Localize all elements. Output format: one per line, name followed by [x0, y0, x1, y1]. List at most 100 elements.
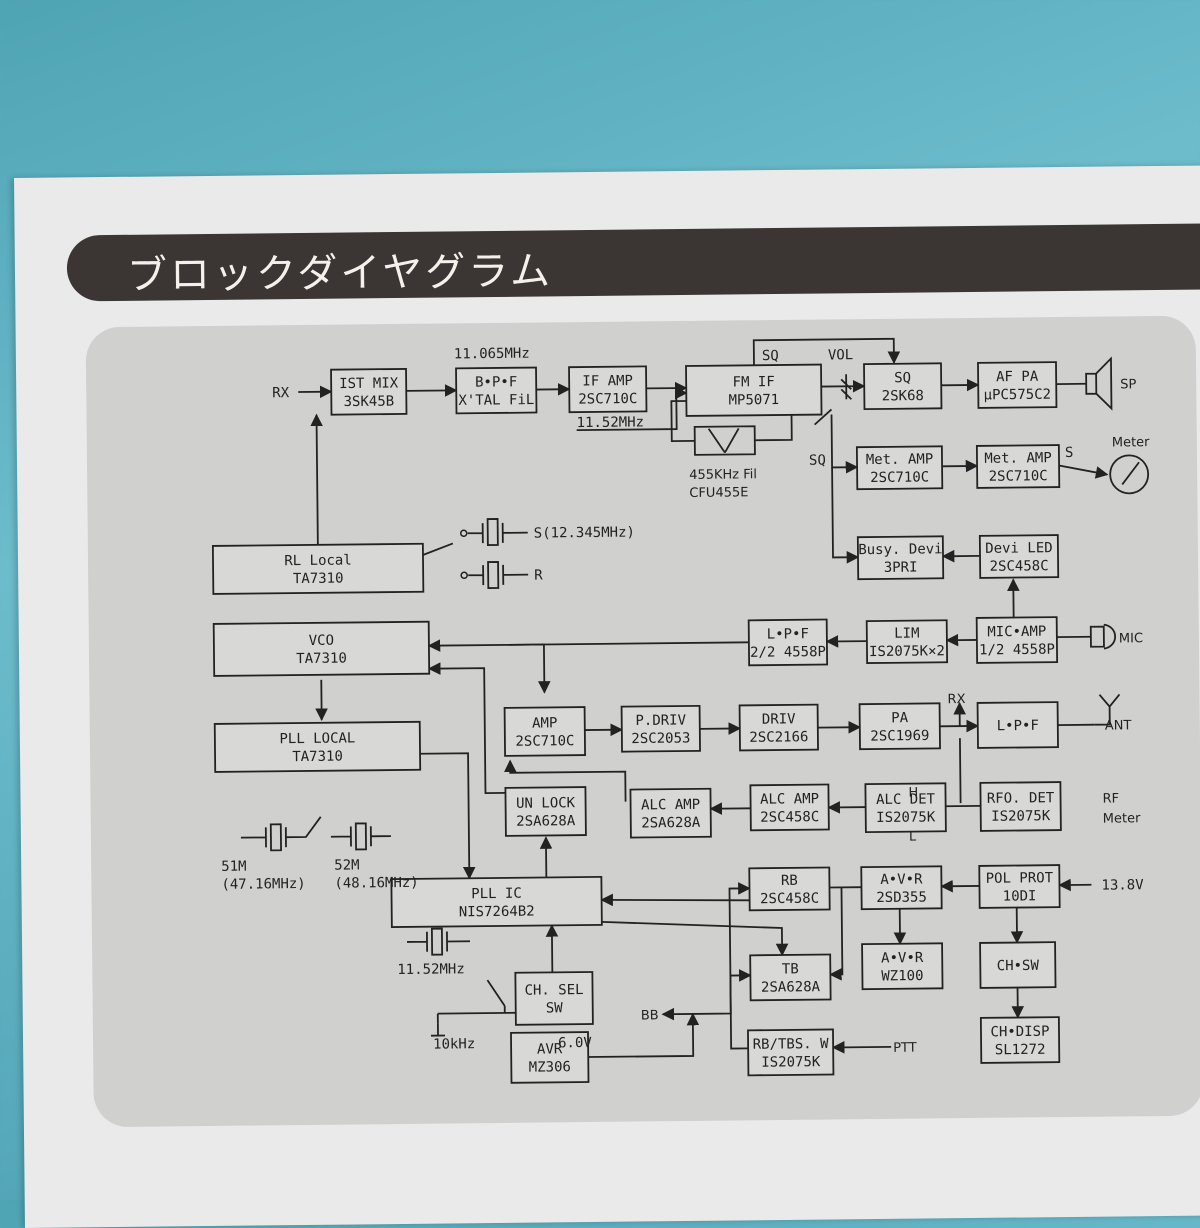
block-label: 2SC710C	[989, 468, 1048, 485]
block-frame	[860, 865, 943, 911]
block-frame	[747, 1028, 835, 1077]
block-frame	[213, 720, 422, 773]
label-freq-1152-bot: 11.52MHz	[397, 961, 465, 978]
block-label: CH•SW	[997, 958, 1040, 974]
block-label: L•P•F	[997, 718, 1039, 734]
signal-wires	[298, 337, 1109, 1058]
block-label: 2SA628A	[641, 815, 701, 832]
label-ch52: 52M	[334, 857, 359, 873]
block-frame	[747, 618, 829, 667]
block-frame	[455, 366, 538, 415]
block-frame	[211, 542, 425, 595]
block-label: SQ	[894, 370, 911, 386]
label-ch51: 51M	[221, 859, 246, 875]
block-label: CH. SEL	[524, 982, 583, 999]
block-label: POL PROT	[986, 870, 1054, 887]
label-vol: VOL	[828, 347, 853, 363]
label-freq-11065: 11.065MHz	[454, 346, 530, 363]
block-sq: SQ 2SK68	[863, 362, 943, 411]
label-rx-in: RX	[272, 385, 290, 401]
block-label: ALC AMP	[760, 791, 819, 808]
block-frame	[976, 701, 1059, 749]
label-455-fil: 455KHz Fil	[689, 467, 757, 483]
block-frame	[503, 706, 586, 757]
block-frame	[749, 953, 832, 1002]
block-label: 2SD355	[876, 889, 927, 906]
block-lpf-rf: L•P•F	[976, 701, 1059, 749]
label-sp: SP	[1120, 377, 1136, 392]
block-frame	[212, 620, 431, 677]
label-cfu455e: CFU455E	[689, 485, 748, 501]
label-alc-l: L	[909, 830, 917, 845]
block-ch-sw: CH•SW	[979, 941, 1057, 989]
block-label: 2SC458C	[760, 891, 819, 908]
block-frame	[858, 702, 941, 751]
block-frame	[749, 783, 830, 832]
label-rf: RF	[1102, 791, 1119, 806]
label-rx-ant: RX	[947, 692, 965, 707]
block-label: 2/2 4558P	[750, 644, 826, 661]
block-label: PLL IC	[471, 886, 522, 903]
manual-page: ブロックダイヤグラム	[14, 165, 1200, 1228]
block-frame	[390, 875, 603, 928]
block-label: DRIV	[762, 711, 796, 727]
diagram-labels: RX 11.065MHz 11.52MHz SQ VOL SQ 455KHz F…	[221, 346, 1150, 1056]
block-label: SL1272	[995, 1042, 1046, 1059]
block-frame	[861, 942, 944, 991]
block-label: 10DI	[1003, 888, 1037, 904]
block-label: IS2075K	[876, 809, 936, 826]
label-10khz: 10kHz	[433, 1036, 475, 1052]
block-label: IF AMP	[582, 373, 633, 390]
label-rf-meter: Meter	[1103, 811, 1141, 826]
block-frame	[330, 367, 408, 416]
block-label: 2SC710C	[870, 469, 929, 486]
block-label: A•V•R	[881, 950, 924, 966]
block-frame	[748, 866, 831, 912]
block-frame	[738, 703, 819, 752]
block-label: IS2075K	[761, 1054, 821, 1071]
block-label: RL Local	[284, 552, 352, 569]
label-mic: MIC	[1119, 631, 1143, 646]
block-label: Met. AMP	[984, 450, 1052, 467]
block-label: 2SC710C	[578, 391, 637, 408]
label-alc-h: H	[908, 786, 918, 801]
block-label: CH•DISP	[990, 1024, 1049, 1041]
block-frame	[855, 445, 944, 491]
block-label: 2SC1969	[870, 728, 929, 745]
block-label: AVR	[537, 1041, 563, 1057]
block-frame	[979, 941, 1057, 989]
block-label: RB/TBS. W	[753, 1036, 830, 1053]
block-label: TA7310	[296, 651, 347, 668]
block-label: MP5071	[728, 392, 779, 409]
block-label: 2SC458C	[990, 558, 1049, 575]
block-label: PLL LOCAL	[279, 730, 355, 747]
block-label: 2SK68	[882, 388, 924, 404]
label-sq-pot: SQ	[809, 453, 826, 469]
block-frame	[864, 782, 947, 834]
block-label: 3SK45B	[343, 394, 394, 411]
